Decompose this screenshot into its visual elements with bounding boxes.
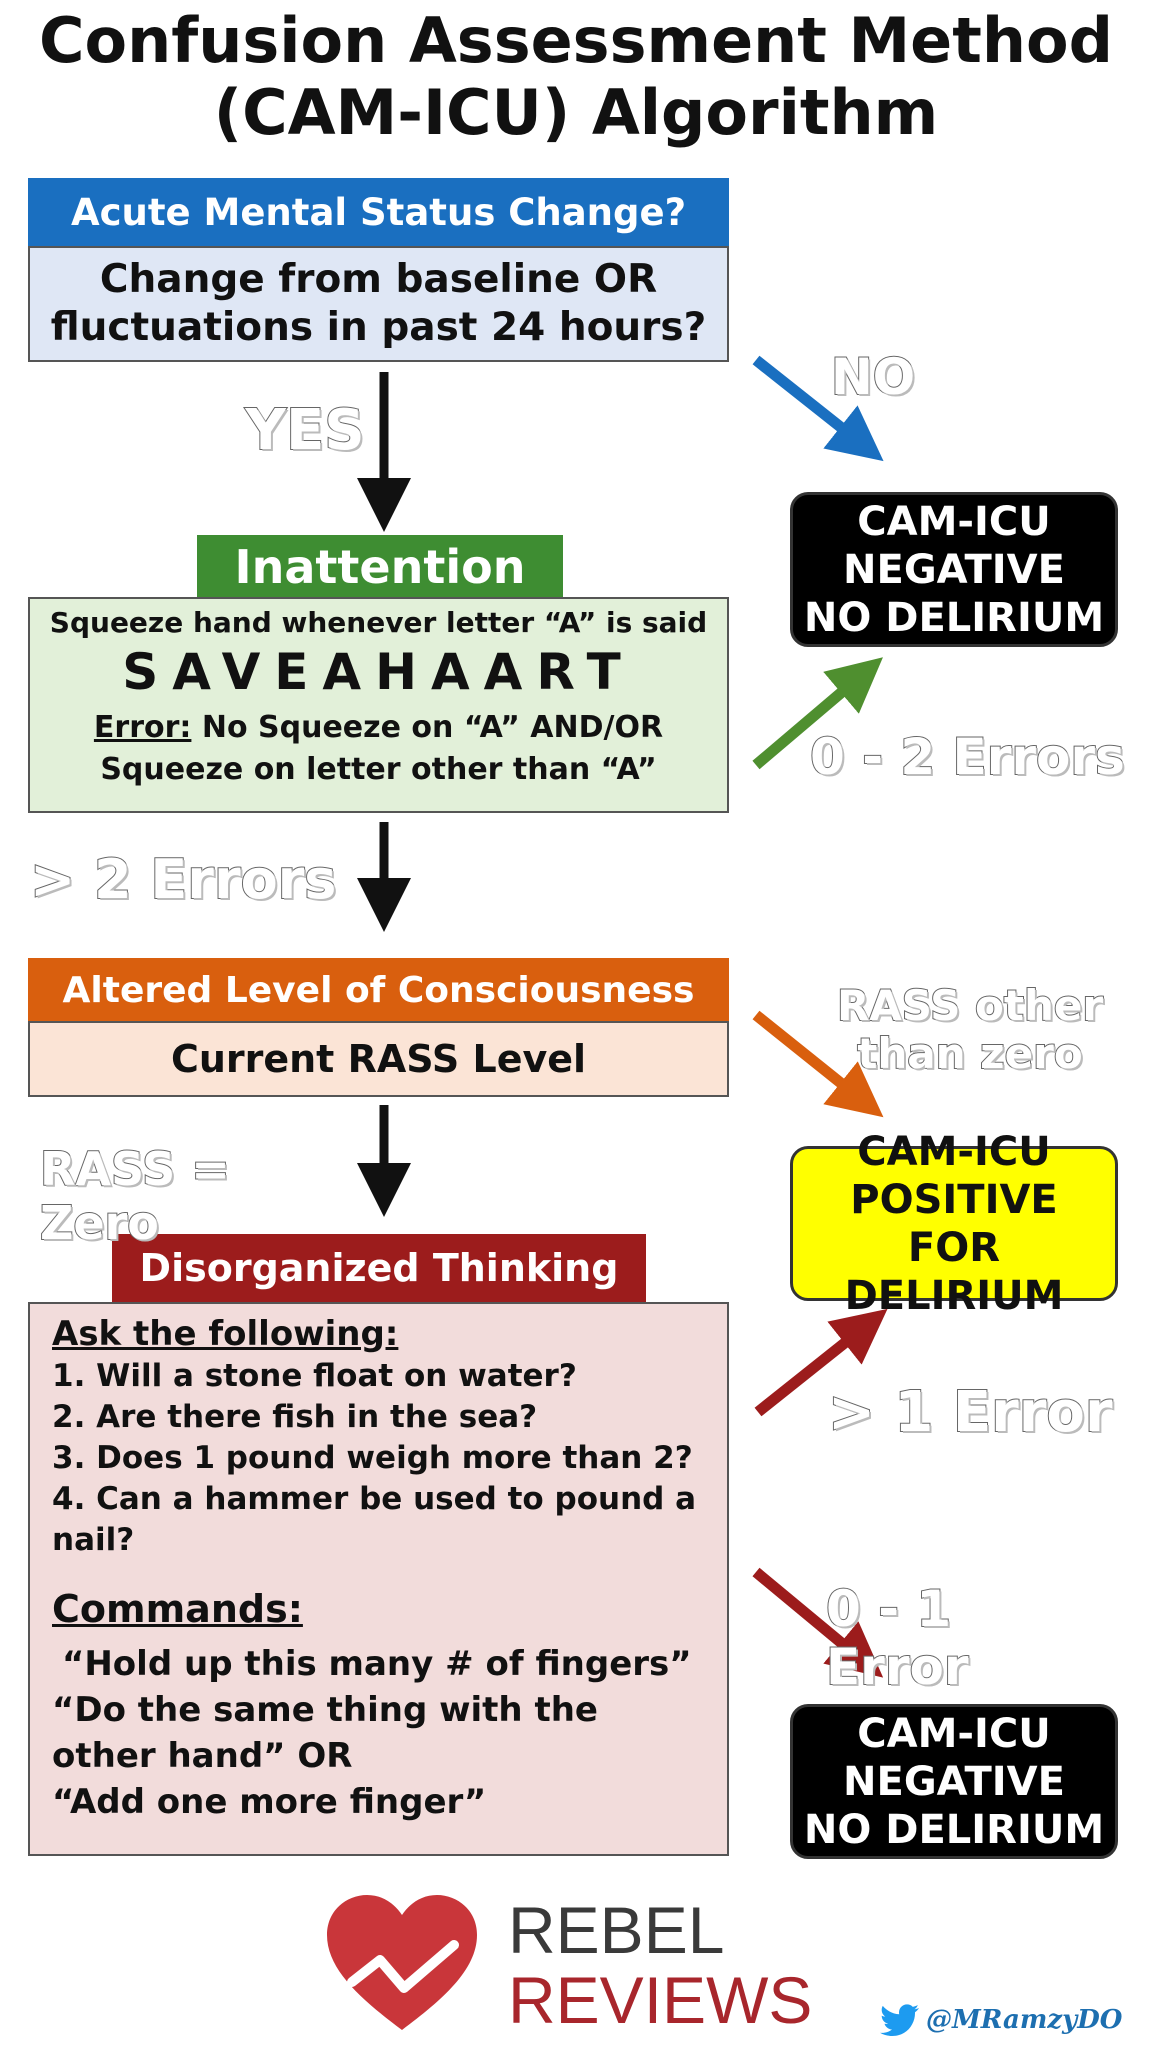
question-item: 3. Does 1 pound weigh more than 2? xyxy=(52,1440,693,1476)
result-positive-line-2: POSITIVE xyxy=(850,1176,1058,1223)
ask-heading: Ask the following: xyxy=(52,1314,399,1354)
title-line-1: Confusion Assessment Method xyxy=(39,4,1113,77)
page-title: Confusion Assessment Method (CAM-ICU) Al… xyxy=(0,8,1152,146)
inattention-instruction: Squeeze hand whenever letter “A” is said xyxy=(49,606,708,639)
step1-box: Change from baseline OR fluctuations in … xyxy=(28,246,729,362)
step1-header: Acute Mental Status Change? xyxy=(28,178,729,246)
label-rass-other-line-2: than zero xyxy=(856,1029,1083,1079)
arrow-0-1-error xyxy=(752,1567,884,1678)
command-item: “Do the same thing with the xyxy=(52,1690,598,1730)
result-negative-bottom-line-1: CAM-ICU xyxy=(857,1710,1051,1757)
step2-header: Inattention xyxy=(197,535,563,598)
result-negative-top-line-3: NO DELIRIUM xyxy=(803,594,1105,641)
result-positive: CAM-ICU POSITIVE FOR DELIRIUM xyxy=(790,1129,1118,1319)
result-negative-top: CAM-ICU NEGATIVE NO DELIRIUM xyxy=(790,492,1118,647)
result-negative-top-line-2: NEGATIVE xyxy=(843,546,1065,593)
label-rass-zero: RASS = Zero xyxy=(39,1141,231,1251)
twitter-credit: @MRamzyDO xyxy=(880,2004,1140,2036)
twitter-bird-icon xyxy=(880,2004,919,2036)
command-item: “Hold up this many # of fingers” xyxy=(62,1644,692,1684)
step3-header: Altered Level of Consciousness xyxy=(28,958,729,1022)
step1-body-line-2: fluctuations in past 24 hours? xyxy=(50,305,707,350)
command-item: “Add one more finger” xyxy=(52,1782,487,1822)
label-0-1-error: 0 - 1 Error xyxy=(825,1579,969,1697)
result-positive-line-1: CAM-ICU xyxy=(857,1128,1051,1175)
error-line-1: No Squeeze on “A” AND/OR xyxy=(201,710,664,745)
question-list: 1. Will a stone float on water? 2. Are t… xyxy=(52,1356,707,1561)
label-yes: YES xyxy=(244,397,365,464)
label-rass-other: RASS other than zero xyxy=(830,981,1110,1079)
heart-logo-icon xyxy=(327,1895,477,2030)
commands-heading: Commands: xyxy=(52,1587,303,1631)
title-line-2: (CAM-ICU) Algorithm xyxy=(213,76,939,149)
step1-body-line-1: Change from baseline OR xyxy=(99,257,658,302)
inattention-letters: SAVEAHAART xyxy=(122,643,635,701)
logo-line-2: REVIEWS xyxy=(508,1963,813,2037)
logo-line-1: REBEL xyxy=(508,1893,725,1967)
logo-wordmark: REBEL REVIEWS xyxy=(508,1895,828,2035)
step3-body: Current RASS Level xyxy=(170,1037,587,1081)
question-item: 4. Can a hammer be used to pound a xyxy=(52,1481,697,1517)
arrow-no xyxy=(752,355,884,462)
command-list: “Hold up this many # of fingers” “Do the… xyxy=(52,1641,707,1825)
arrow-gt1-error xyxy=(754,1308,888,1417)
result-negative-top-line-1: CAM-ICU xyxy=(857,498,1051,545)
label-no: NO xyxy=(830,347,916,407)
label-0-2-errors: 0 - 2 Errors xyxy=(809,727,1126,787)
command-item: other hand” OR xyxy=(52,1736,353,1776)
result-positive-line-3: FOR DELIRIUM xyxy=(844,1224,1064,1319)
label-gt2-errors: > 2 Errors xyxy=(29,847,337,912)
question-item: 1. Will a stone float on water? xyxy=(52,1358,577,1394)
step4-header: Disorganized Thinking xyxy=(112,1234,646,1302)
step3-box: Current RASS Level xyxy=(28,1021,729,1097)
label-rass-other-line-1: RASS other xyxy=(836,981,1104,1031)
arrow-rass-other xyxy=(752,1010,884,1118)
twitter-handle: @MRamzyDO xyxy=(926,2005,1123,2035)
result-negative-bottom-line-3: NO DELIRIUM xyxy=(803,1806,1105,1853)
step4-box: Ask the following: 1. Will a stone float… xyxy=(28,1302,729,1856)
label-gt1-error: > 1 Error xyxy=(827,1379,1113,1446)
question-item: 2. Are there fish in the sea? xyxy=(52,1399,538,1435)
step2-box: Squeeze hand whenever letter “A” is said… xyxy=(28,597,729,813)
error-label: Error: xyxy=(93,710,192,745)
result-negative-bottom-line-2: NEGATIVE xyxy=(843,1758,1065,1805)
arrow-0-2-errors xyxy=(752,657,883,770)
question-item: nail? xyxy=(52,1522,135,1558)
result-negative-bottom: CAM-ICU NEGATIVE NO DELIRIUM xyxy=(790,1704,1118,1859)
inattention-error: Error: No Squeeze on “A” AND/OR xyxy=(94,707,663,749)
error-line-2: Squeeze on letter other than “A” xyxy=(100,752,657,787)
